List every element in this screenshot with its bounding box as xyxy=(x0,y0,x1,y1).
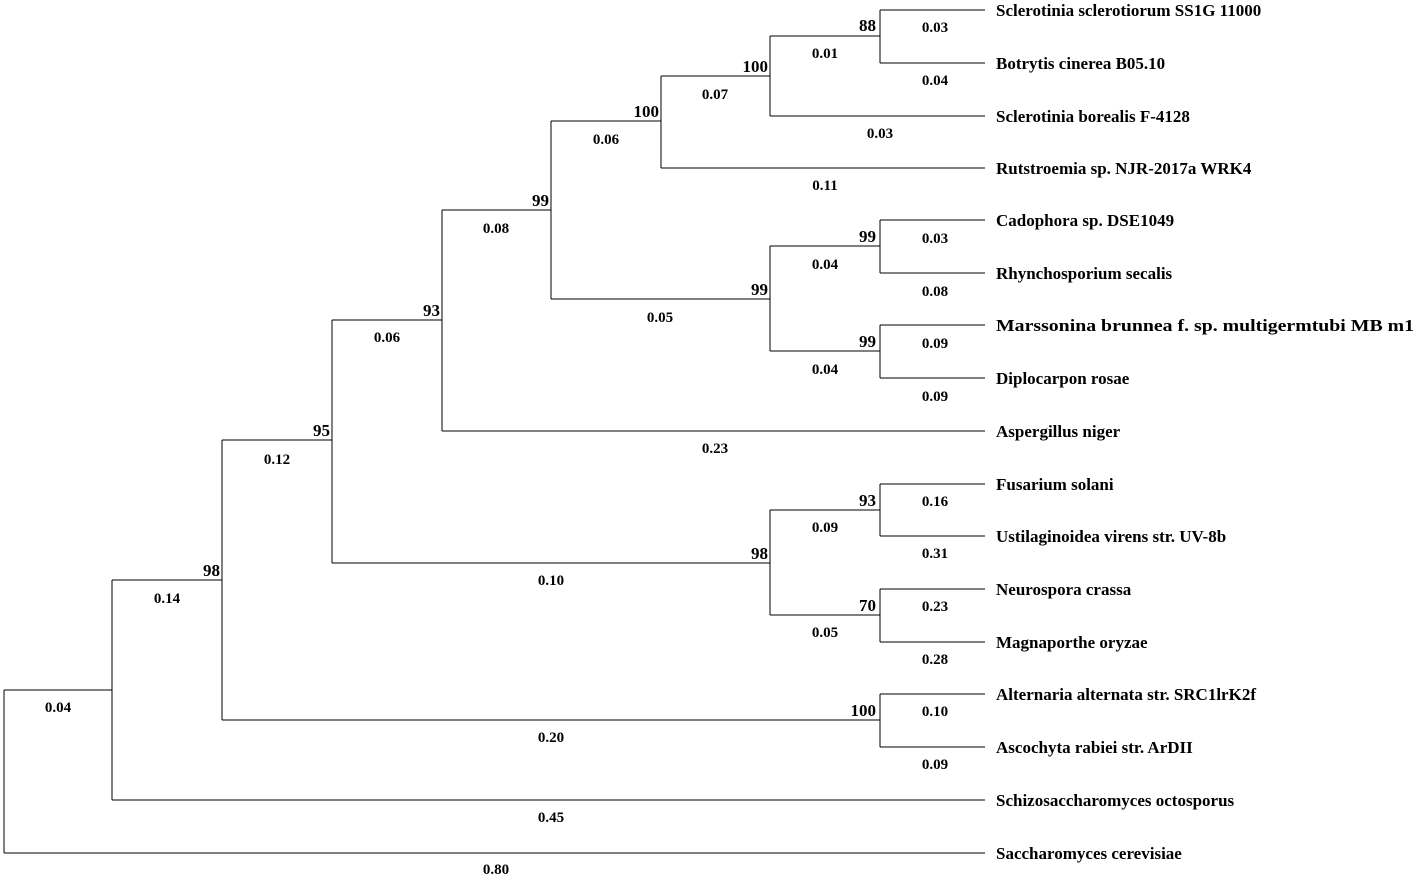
taxon-label: Neurospora crassa xyxy=(996,580,1132,599)
taxon-label: Botrytis cinerea B05.10 xyxy=(996,54,1165,73)
branch-length-label: 0.03 xyxy=(922,231,948,247)
support-values: 88 100 100 99 99 99 99 93 95 93 98 70 10… xyxy=(203,16,876,720)
branch-length-label: 0.14 xyxy=(154,591,181,607)
branch-length-label: 0.07 xyxy=(702,87,729,103)
branch-length-label: 0.08 xyxy=(922,284,948,300)
branch-length-label: 0.12 xyxy=(264,452,290,468)
taxon-label: Magnaporthe oryzae xyxy=(996,633,1148,652)
taxon-label: Diplocarpon rosae xyxy=(996,369,1130,388)
branch-length-label: 0.09 xyxy=(812,520,838,536)
branch-length-label: 0.80 xyxy=(483,862,509,877)
bootstrap-value: 95 xyxy=(313,421,330,440)
taxon-label: Fusarium solani xyxy=(996,475,1114,494)
taxon-label: Saccharomyces cerevisiae xyxy=(996,844,1182,863)
bootstrap-value: 100 xyxy=(743,57,769,76)
bootstrap-value: 99 xyxy=(859,332,876,351)
taxon-label: Cadophora sp. DSE1049 xyxy=(996,211,1174,230)
branch-length-label: 0.05 xyxy=(812,625,838,641)
branch-length-label: 0.23 xyxy=(702,441,728,457)
bootstrap-value: 99 xyxy=(751,280,768,299)
taxon-label: Rutstroemia sp. NJR-2017a WRK4 xyxy=(996,159,1252,178)
taxon-label: Ascochyta rabiei str. ArDII xyxy=(996,738,1193,757)
bootstrap-value: 99 xyxy=(532,191,549,210)
branch-length-label: 0.01 xyxy=(812,46,838,62)
branch-length-label: 0.06 xyxy=(374,330,401,346)
bootstrap-value: 99 xyxy=(859,227,876,246)
branch-length-label: 0.10 xyxy=(538,573,564,589)
taxon-labels: Sclerotinia sclerotiorum SS1G 11000 Botr… xyxy=(996,1,1414,863)
branch-length-label: 0.05 xyxy=(647,310,673,326)
bootstrap-value: 100 xyxy=(634,102,660,121)
branch-length-label: 0.04 xyxy=(812,362,839,378)
branch-length-label: 0.45 xyxy=(538,810,564,826)
branch-length-label: 0.10 xyxy=(922,704,948,720)
branch-length-label: 0.06 xyxy=(593,132,620,148)
tree-branches xyxy=(3,9,985,854)
branch-length-label: 0.04 xyxy=(922,73,949,89)
branch-length-label: 0.28 xyxy=(922,652,948,668)
taxon-label: Marssonina brunnea f. sp. multigermtubi … xyxy=(996,316,1414,335)
taxon-label: Alternaria alternata str. SRC1lrK2f xyxy=(996,685,1256,704)
taxon-label: Sclerotinia sclerotiorum SS1G 11000 xyxy=(996,1,1261,20)
taxon-label: Rhynchosporium secalis xyxy=(996,264,1173,283)
branch-length-label: 0.11 xyxy=(812,178,837,194)
branch-length-label: 0.31 xyxy=(922,546,948,562)
taxon-label: Sclerotinia borealis F-4128 xyxy=(996,107,1190,126)
branch-length-label: 0.08 xyxy=(483,221,509,237)
branch-length-label: 0.16 xyxy=(922,494,949,510)
taxon-label: Ustilaginoidea virens str. UV-8b xyxy=(996,527,1226,546)
bootstrap-value: 88 xyxy=(859,16,876,35)
bootstrap-value: 100 xyxy=(851,701,877,720)
branch-length-label: 0.04 xyxy=(812,257,839,273)
branch-length-label: 0.09 xyxy=(922,757,948,773)
branch-length-label: 0.20 xyxy=(538,730,564,746)
branch-length-label: 0.03 xyxy=(867,126,893,142)
branch-length-label: 0.04 xyxy=(45,700,72,716)
bootstrap-value: 98 xyxy=(751,544,768,563)
bootstrap-value: 93 xyxy=(859,491,876,510)
bootstrap-value: 70 xyxy=(859,596,876,615)
branch-lengths: 0.03 0.04 0.01 0.03 0.07 0.11 0.06 0.03 … xyxy=(45,20,949,877)
branch-length-label: 0.03 xyxy=(922,20,948,36)
taxon-label: Schizosaccharomyces octosporus xyxy=(996,791,1235,810)
branch-length-label: 0.09 xyxy=(922,336,948,352)
taxon-label: Aspergillus niger xyxy=(996,422,1121,441)
branch-length-label: 0.09 xyxy=(922,389,948,405)
bootstrap-value: 98 xyxy=(203,561,220,580)
bootstrap-value: 93 xyxy=(423,301,440,320)
branch-length-label: 0.23 xyxy=(922,599,948,615)
